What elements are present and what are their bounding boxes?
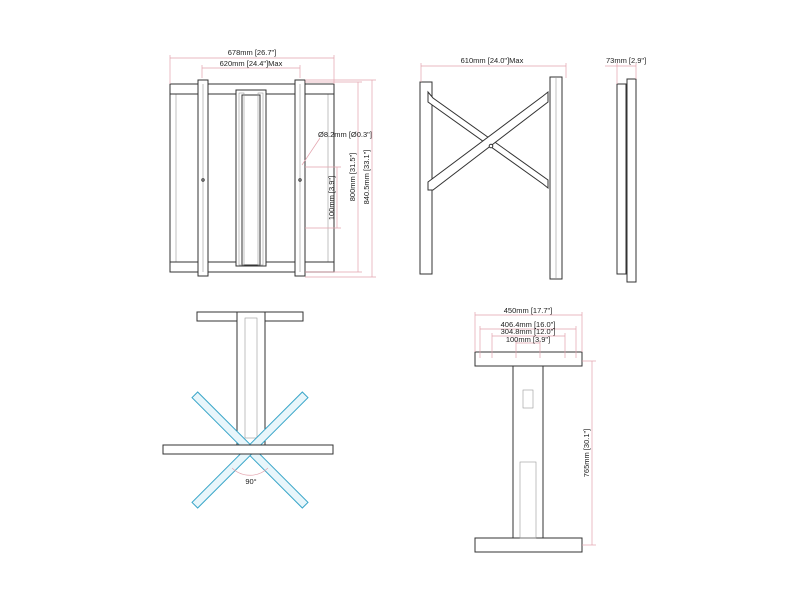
overall-width-label: 678mm [26.7"] xyxy=(228,48,277,57)
rotation-angle-label: 90° xyxy=(245,477,256,486)
depth-label: 73mm [2.9"] xyxy=(606,56,646,65)
open-max-width-label: 610mm [24.0"]Max xyxy=(461,56,524,65)
stud-spacing-12-label: 304.8mm [12.0"] xyxy=(501,327,556,336)
hole-spacing-label: 100mm [3.9"] xyxy=(327,176,336,220)
front-view xyxy=(169,55,376,278)
max-hole-height-label: 800mm [31.5"] xyxy=(348,153,357,202)
plate-width-label: 450mm [17.7"] xyxy=(504,306,553,315)
wall-plate-view xyxy=(474,312,596,553)
hole-diameter-label: Ø8.2mm [Ø0.3"] xyxy=(318,130,372,139)
side-view xyxy=(605,63,637,283)
rotation-view xyxy=(162,311,334,509)
overall-height-label: 840.5mm [33.1"] xyxy=(362,150,371,205)
open-view xyxy=(419,63,567,280)
plate-hole-spacing-label: 100mm [3.9"] xyxy=(506,335,550,344)
stud-spacing-16-label: 406.4mm [16.0"] xyxy=(501,320,556,329)
max-hole-width-label: 620mm [24.4"]Max xyxy=(220,59,283,68)
plate-height-label: 765mm [30.1"] xyxy=(582,429,591,478)
